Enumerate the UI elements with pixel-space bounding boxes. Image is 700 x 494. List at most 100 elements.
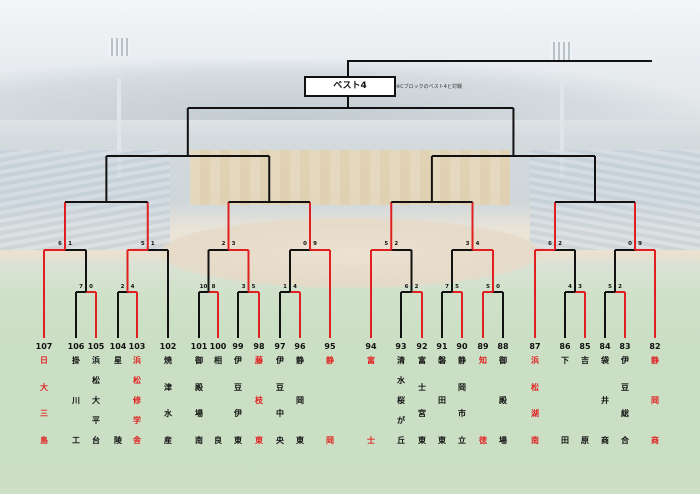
team-name: 袋井商 bbox=[601, 356, 609, 445]
score: 4 bbox=[475, 241, 480, 247]
score: 2 bbox=[120, 284, 125, 290]
team-name: 静岡商 bbox=[651, 356, 659, 445]
team-name: 富士宮東 bbox=[418, 356, 426, 445]
team-name: 御殿場 bbox=[499, 356, 507, 445]
team-number: 104 bbox=[109, 342, 127, 351]
infield-dirt bbox=[160, 218, 540, 288]
score: 3 bbox=[241, 284, 246, 290]
team-name: 藤枝東 bbox=[255, 356, 263, 445]
team-name: 伊豆総合 bbox=[621, 356, 629, 445]
score: 9 bbox=[313, 241, 317, 247]
team-number: 97 bbox=[274, 342, 286, 351]
score: 6 bbox=[58, 241, 62, 247]
score: 3 bbox=[231, 241, 236, 247]
team-name: 清水桜が丘 bbox=[397, 356, 405, 445]
team-number: 94 bbox=[365, 342, 377, 351]
score: 1 bbox=[150, 241, 155, 247]
score: 2 bbox=[558, 241, 562, 247]
light-tower-right bbox=[550, 42, 572, 60]
team-name: 焼津水産 bbox=[164, 356, 172, 445]
light-tower-left bbox=[108, 38, 130, 56]
best4-note: ※Cブロックのベスト4と対戦 bbox=[396, 84, 462, 90]
team-number: 95 bbox=[324, 342, 336, 351]
score: 5 bbox=[384, 241, 389, 247]
score: 0 bbox=[628, 241, 632, 247]
score: 2 bbox=[414, 284, 419, 290]
team-number: 102 bbox=[159, 342, 177, 351]
score: 4 bbox=[130, 284, 135, 290]
score: 6 bbox=[548, 241, 552, 247]
score: 7 bbox=[445, 284, 449, 290]
team-name: 静岡東 bbox=[296, 356, 304, 445]
score: 5 bbox=[486, 284, 490, 290]
score: 1 bbox=[68, 241, 72, 247]
team-number: 93 bbox=[395, 342, 407, 351]
team-name: 静岡市立 bbox=[458, 356, 466, 445]
score: 5 bbox=[455, 284, 459, 290]
team-number: 89 bbox=[477, 342, 489, 351]
team-number: 91 bbox=[436, 342, 448, 351]
team-number: 82 bbox=[649, 342, 661, 351]
score: 5 bbox=[251, 284, 256, 290]
score: 5 bbox=[140, 241, 145, 247]
team-name: 静岡 bbox=[326, 356, 334, 445]
team-number: 83 bbox=[619, 342, 631, 351]
score: 0 bbox=[303, 241, 307, 247]
score: 10 bbox=[199, 284, 208, 290]
team-number: 103 bbox=[128, 342, 146, 351]
team-name: 御殿場南 bbox=[195, 356, 203, 445]
team-number: 106 bbox=[67, 342, 85, 351]
team-name: 相良 bbox=[214, 356, 222, 445]
stands-left bbox=[0, 150, 170, 250]
bracket-line bbox=[347, 60, 652, 76]
score: 1 bbox=[283, 284, 287, 290]
team-name: 知徳 bbox=[479, 356, 487, 445]
score: 4 bbox=[568, 284, 572, 290]
team-name: 伊豆中央 bbox=[276, 356, 284, 445]
score: 5 bbox=[608, 284, 612, 290]
score: 0 bbox=[89, 284, 93, 290]
light-pole-left bbox=[117, 78, 121, 178]
score: 3 bbox=[465, 241, 470, 247]
stands-right bbox=[530, 150, 700, 250]
team-number: 105 bbox=[87, 342, 105, 351]
team-name: 星陵 bbox=[114, 356, 122, 445]
team-name: 掛川工 bbox=[72, 356, 80, 445]
team-number: 84 bbox=[599, 342, 611, 351]
best4-label: ベスト4 bbox=[333, 81, 367, 91]
team-number: 88 bbox=[497, 342, 509, 351]
team-number: 87 bbox=[529, 342, 541, 351]
team-number: 107 bbox=[35, 342, 53, 351]
team-number: 99 bbox=[232, 342, 244, 351]
team-name: 浜松修学舎 bbox=[133, 356, 141, 445]
team-number: 90 bbox=[456, 342, 468, 351]
score: 2 bbox=[618, 284, 622, 290]
team-number: 101 bbox=[190, 342, 208, 351]
score: 3 bbox=[578, 284, 582, 290]
light-pole-right bbox=[560, 78, 564, 178]
team-number: 100 bbox=[209, 342, 227, 351]
team-name: 伊豆伊東 bbox=[234, 356, 242, 445]
score: 0 bbox=[496, 284, 500, 290]
score: 6 bbox=[404, 284, 409, 290]
score: 9 bbox=[638, 241, 642, 247]
team-number: 92 bbox=[416, 342, 428, 351]
team-number: 86 bbox=[559, 342, 571, 351]
team-name: 富士 bbox=[367, 356, 375, 445]
team-name: 下田 bbox=[561, 356, 569, 445]
score: 2 bbox=[221, 241, 226, 247]
team-name: 磐田東 bbox=[438, 356, 446, 445]
team-name: 吉原 bbox=[581, 356, 589, 445]
score: 2 bbox=[394, 241, 399, 247]
best4-box: ベスト4 bbox=[304, 76, 396, 97]
stands-center bbox=[190, 150, 510, 205]
score: 8 bbox=[211, 284, 216, 290]
team-name: 日大三島 bbox=[40, 356, 48, 445]
team-name: 浜松大平台 bbox=[92, 356, 100, 445]
team-number: 96 bbox=[294, 342, 306, 351]
score: 4 bbox=[293, 284, 297, 290]
score: 7 bbox=[79, 284, 83, 290]
team-number: 85 bbox=[579, 342, 591, 351]
team-name: 浜松湖南 bbox=[531, 356, 539, 445]
